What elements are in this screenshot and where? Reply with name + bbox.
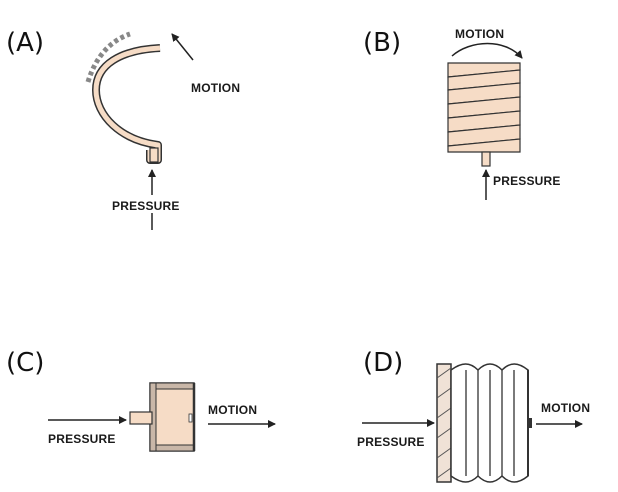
motion-arrow-a [171, 33, 194, 61]
panel-label-c: (C) [6, 348, 45, 378]
pressure-label-a: PRESSURE [112, 199, 180, 213]
bellows-panel: PRESSURE MOTION [357, 363, 590, 483]
pressure-label-c: PRESSURE [48, 432, 116, 446]
motion-label-c: MOTION [208, 403, 257, 417]
helical-coil-panel: MOTION PRESSURE [447, 27, 561, 200]
motion-label-b: MOTION [455, 27, 504, 41]
diaphragm-panel: PRESSURE MOTION [48, 382, 276, 452]
fixed-wall [436, 363, 452, 483]
rotation-arrow-b [451, 42, 523, 59]
capsule-housing [149, 382, 195, 452]
motion-label-d: MOTION [541, 401, 590, 415]
coil-stem [481, 151, 491, 167]
tube-stem [149, 147, 159, 163]
pressure-label-b: PRESSURE [493, 174, 561, 188]
panel-label-a: (A) [6, 28, 45, 58]
bourdon-tube-panel: MOTION PRESSURE [85, 31, 240, 230]
panel-label-b: (B) [363, 28, 402, 58]
motion-label-a: MOTION [191, 81, 240, 95]
panel-label-d: (D) [363, 348, 404, 378]
pressure-label-d: PRESSURE [357, 435, 425, 449]
inlet-pipe [129, 411, 153, 425]
deflection-ghost [85, 31, 131, 83]
